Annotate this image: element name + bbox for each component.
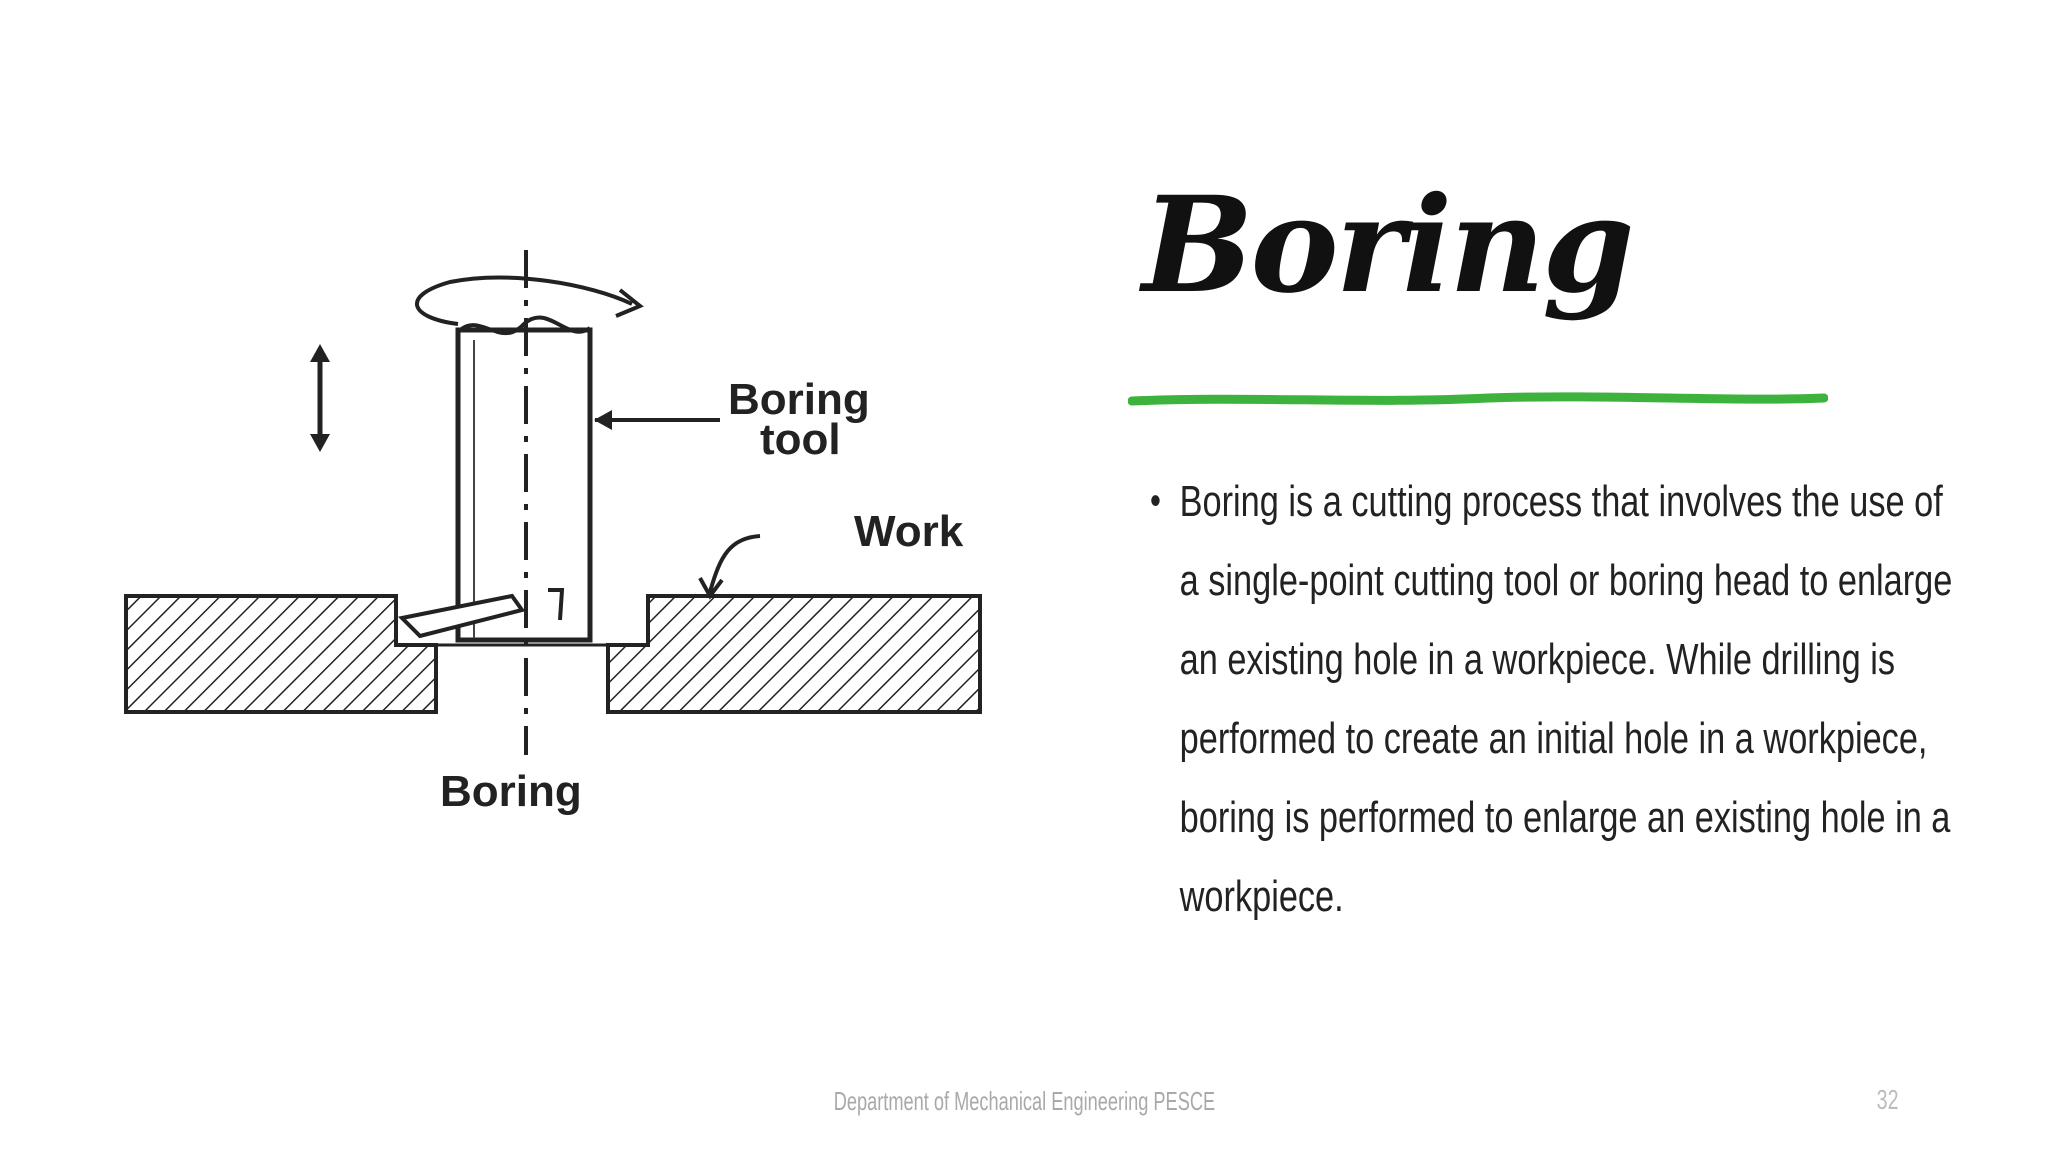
label-work: Work — [854, 507, 964, 556]
rotation-arrow — [415, 275, 633, 326]
footer: Department of Mechanical Engineering PES… — [0, 1086, 2048, 1117]
cutting-insert — [397, 593, 526, 639]
title-underline — [1128, 392, 1828, 406]
slide-title: Boring — [1142, 168, 1635, 323]
work-right — [606, 594, 982, 714]
label-boring-tool-2: tool — [760, 415, 841, 464]
boring-diagram: Boring tool Work Boring — [124, 250, 982, 816]
page-number: 32 — [1876, 1084, 1899, 1115]
diagram-caption: Boring — [440, 767, 582, 816]
label-boring-tool-1: Boring — [728, 375, 870, 424]
footer-department: Department of Mechanical Engineering PES… — [833, 1086, 1215, 1116]
bullet-item: Boring is a cutting process that involve… — [1150, 462, 1960, 936]
work-left — [124, 594, 438, 714]
bullet-list: Boring is a cutting process that involve… — [1150, 462, 1952, 936]
